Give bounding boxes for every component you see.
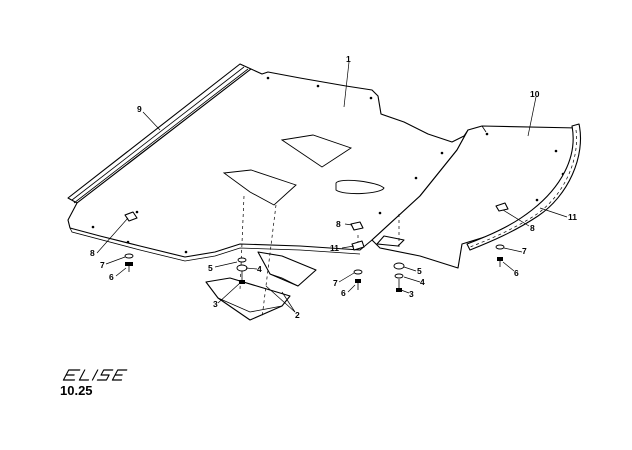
brand-logo bbox=[62, 369, 128, 381]
page-code: 10.25 bbox=[60, 383, 93, 398]
callout-8-middle: 8 bbox=[336, 219, 341, 229]
callout-11-middle: 11 bbox=[330, 243, 339, 253]
callout-6-right: 6 bbox=[514, 268, 519, 278]
callout-4-right: 4 bbox=[420, 277, 425, 287]
callout-6-left: 6 bbox=[109, 272, 114, 282]
callout-1: 1 bbox=[346, 54, 351, 64]
side-brackets-part-2 bbox=[205, 251, 317, 321]
callout-5-right: 5 bbox=[417, 266, 422, 276]
fastener-stack-center bbox=[236, 257, 248, 284]
fastener-stack-right bbox=[495, 202, 509, 267]
callout-8-left: 8 bbox=[90, 248, 95, 258]
fastener-stack-right-center bbox=[393, 262, 405, 292]
callout-3-left: 3 bbox=[213, 299, 218, 309]
callout-3-right: 3 bbox=[409, 289, 414, 299]
callout-6-middle: 6 bbox=[341, 288, 346, 298]
side-rail-part-9 bbox=[67, 63, 252, 204]
callout-10: 10 bbox=[530, 89, 540, 99]
fastener-stack-left bbox=[124, 211, 138, 272]
callout-leader-lines bbox=[96, 61, 568, 313]
callout-4-left: 4 bbox=[257, 264, 262, 274]
callout-11-right: 11 bbox=[568, 212, 577, 222]
callout-7-right: 7 bbox=[522, 246, 527, 256]
callout-2: 2 bbox=[295, 310, 300, 320]
fastener-stack-middle bbox=[350, 221, 365, 290]
callout-5-left: 5 bbox=[208, 263, 213, 273]
callout-7-left: 7 bbox=[100, 260, 105, 270]
main-undertray-panel-part-1 bbox=[67, 68, 469, 262]
callout-9: 9 bbox=[137, 104, 142, 114]
callout-numbers: 1 9 10 11 11 8 8 8 7 7 7 6 6 6 5 5 4 4 3… bbox=[90, 54, 577, 320]
callout-7-middle: 7 bbox=[333, 278, 338, 288]
curved-edge-strip-part-11 bbox=[466, 123, 581, 251]
callout-8-right: 8 bbox=[530, 223, 535, 233]
